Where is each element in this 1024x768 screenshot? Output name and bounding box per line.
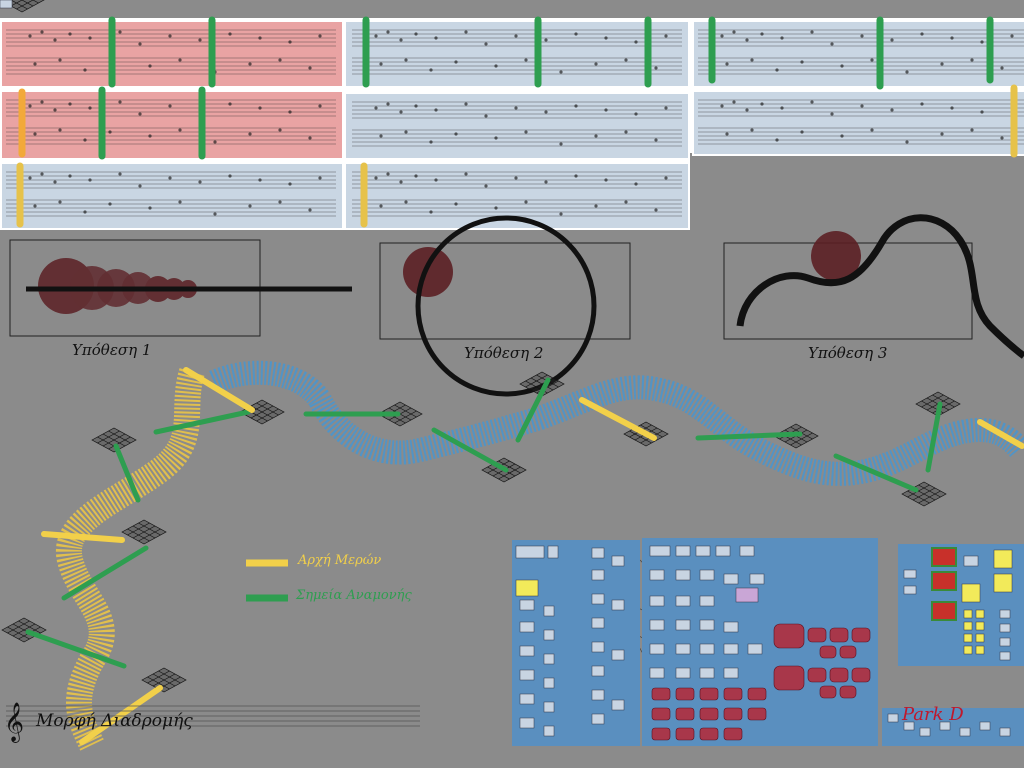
score-strip-blue-5 xyxy=(692,20,1024,88)
wait-markers xyxy=(25,377,943,669)
treble-clef-icon: 𝄞 xyxy=(4,702,24,743)
score-strip-blue-6 xyxy=(692,90,1024,156)
score-strip-blue-2 xyxy=(344,20,690,88)
legend-wait-label: Σημεία Αναμονής xyxy=(296,588,412,603)
path-yellow xyxy=(55,368,205,751)
hypothesis-2-bubble xyxy=(403,247,453,297)
hypothesis-2-circle xyxy=(415,215,597,397)
path-blue xyxy=(209,360,1024,486)
hypothesis-2-label: Υπόθεση 2 xyxy=(464,344,544,362)
title-staff xyxy=(6,705,420,727)
score-strip-blue-3 xyxy=(344,92,690,160)
score-markers xyxy=(16,16,1018,228)
score-strip-red-1 xyxy=(0,20,344,88)
node-boxes xyxy=(0,0,1013,741)
hypothesis-3-curve xyxy=(736,214,1024,359)
brand-logo: Park D xyxy=(902,704,964,725)
score-strip-red-2 xyxy=(0,90,344,160)
node-panel-left xyxy=(512,540,640,746)
page-title: Μορφή Διαδρομής xyxy=(36,711,193,731)
start-markers xyxy=(41,367,1024,745)
score-strip-blue-1 xyxy=(0,162,344,230)
legend-start-label: Αρχή Μερών xyxy=(298,553,382,568)
hypothesis-1-label: Υπόθεση 1 xyxy=(72,341,152,359)
hypothesis-3-label: Υπόθεση 3 xyxy=(808,344,888,362)
staff-lines xyxy=(5,29,1024,217)
hypothesis-3-bubble xyxy=(811,231,861,281)
